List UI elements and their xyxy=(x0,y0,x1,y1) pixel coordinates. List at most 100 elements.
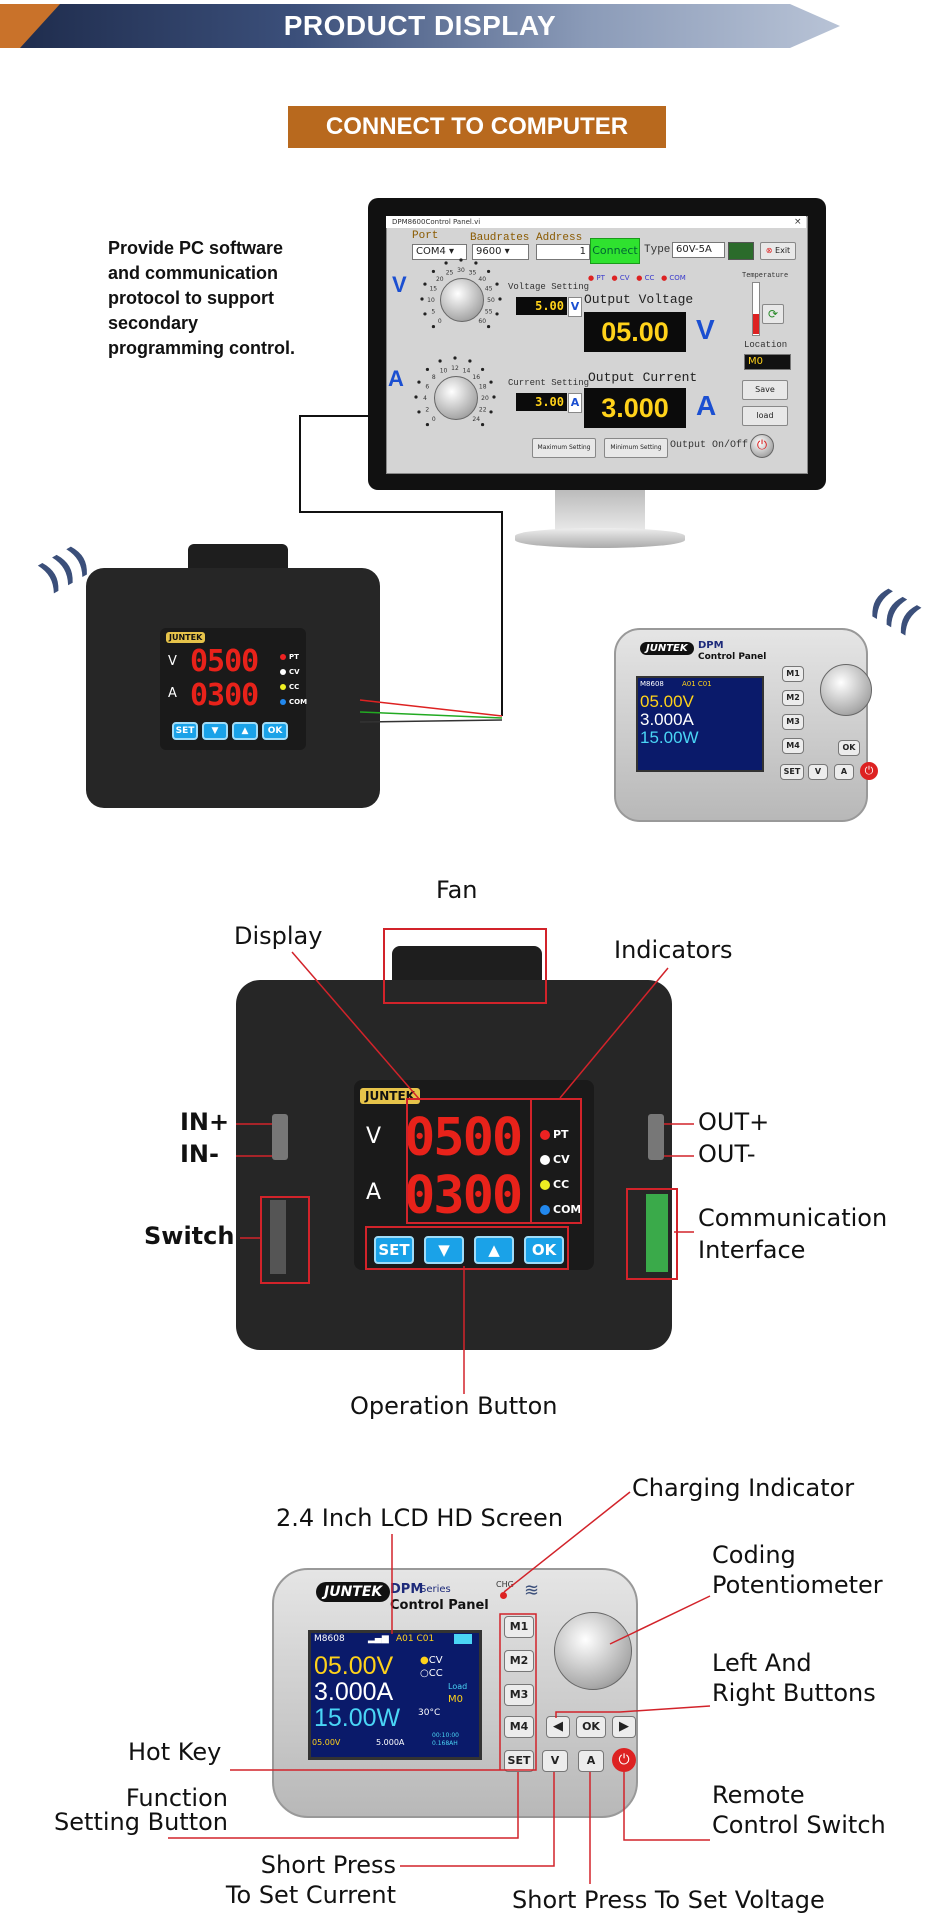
type-field[interactable]: 60V-5A xyxy=(672,242,725,258)
hotkey-m3[interactable]: M3 xyxy=(782,714,804,730)
indicator-cv: CV xyxy=(553,1153,570,1166)
device-up-button[interactable]: ▲ xyxy=(232,722,258,740)
callout-current: Short Press To Set Current xyxy=(210,1850,396,1910)
panel-brand: JUNTEK xyxy=(640,642,694,655)
baud-select[interactable]: 9600 ▾ xyxy=(472,244,529,260)
power-icon[interactable]: ⏻ xyxy=(612,1748,636,1772)
voltage-dial-tick xyxy=(459,258,463,262)
ok-button[interactable]: OK xyxy=(576,1716,606,1738)
device-down-button[interactable]: ▼ xyxy=(424,1236,464,1264)
voltage-button[interactable]: V xyxy=(542,1750,568,1772)
callout-line-indicators xyxy=(559,967,669,1099)
coding-potentiometer[interactable] xyxy=(820,664,872,716)
ok-button[interactable]: OK xyxy=(838,740,860,756)
callout-display: Display xyxy=(234,922,323,950)
connect-button[interactable]: Connect xyxy=(590,238,640,264)
right-arrow-icon[interactable]: ▶ xyxy=(612,1716,636,1738)
hotkey-m3[interactable]: M3 xyxy=(504,1684,534,1706)
current-dial-tick-label: 12 xyxy=(451,365,459,372)
panel-set-a: 5.000A xyxy=(376,1738,405,1747)
banner-bg xyxy=(0,4,840,48)
hotkey-m4[interactable]: M4 xyxy=(504,1716,534,1738)
hotkey-m1[interactable]: M1 xyxy=(782,666,804,682)
output-voltage-value: 05.00 xyxy=(584,312,686,352)
description-line: programming control. xyxy=(108,338,296,358)
voltage-dial-tick-label: 50 xyxy=(487,297,495,304)
coding-potentiometer[interactable] xyxy=(554,1612,632,1690)
callout-remote: Remote Control Switch xyxy=(712,1780,886,1840)
maximum-setting-button[interactable]: Maximum Setting xyxy=(532,438,596,458)
voltage-dial-tick xyxy=(474,261,478,265)
callout-fan: Fan xyxy=(436,876,478,904)
wire-red xyxy=(359,699,503,717)
voltage-setting-input[interactable]: 5.00 xyxy=(516,297,567,315)
thermometer-fill xyxy=(753,314,759,334)
set-button[interactable]: SET xyxy=(504,1750,534,1772)
voltage-dial-tick-label: 5 xyxy=(431,308,435,315)
power-icon[interactable]: ⏻ xyxy=(750,434,774,458)
panel-model: M8608 xyxy=(314,1634,345,1644)
device-set-button[interactable]: SET xyxy=(374,1236,414,1264)
close-icon[interactable]: × xyxy=(794,217,802,227)
current-dial-tick-label: 24 xyxy=(472,416,480,423)
sw-indicators: ● PT ● CV ● CC ● COM xyxy=(588,274,686,282)
current-button[interactable]: A xyxy=(834,764,854,780)
panel-cv: CV xyxy=(428,1655,443,1666)
voltage-dial-tick-label: 55 xyxy=(485,308,493,315)
port-select[interactable]: COM4 ▾ xyxy=(412,244,467,260)
sw-indicator-pt: PT xyxy=(596,274,605,282)
address-input[interactable]: 1 xyxy=(536,244,590,260)
current-knob[interactable] xyxy=(434,376,478,420)
save-button[interactable]: Save xyxy=(742,380,788,400)
voltage-button[interactable]: V xyxy=(808,764,828,780)
callout-line-hotkey xyxy=(230,1613,537,1771)
load-button[interactable]: load xyxy=(742,406,788,426)
current-setting-input[interactable]: 3.00 xyxy=(516,393,567,411)
input-terminals xyxy=(272,1114,288,1160)
output-current-value: 3.000 xyxy=(584,388,686,428)
callout-coding-1: Coding xyxy=(712,1541,796,1569)
callout-communication: Communication xyxy=(698,1204,888,1232)
panel-temp: 30°C xyxy=(418,1708,441,1718)
panel-load: Load xyxy=(448,1682,468,1691)
location-select[interactable]: M0 xyxy=(744,354,791,370)
exit-button[interactable]: ⊗ Exit xyxy=(760,242,796,260)
callout-in-plus: IN+ xyxy=(180,1108,230,1136)
status-led xyxy=(728,242,754,260)
monitor-stand xyxy=(555,490,645,530)
power-icon[interactable]: ⏻ xyxy=(860,762,878,780)
set-button[interactable]: SET xyxy=(780,764,804,780)
current-button[interactable]: A xyxy=(578,1750,604,1772)
description-line: and communication xyxy=(108,263,279,283)
voltage-dial-tick-label: 10 xyxy=(427,297,435,304)
device-up-button[interactable]: ▲ xyxy=(474,1236,514,1264)
hotkey-m1[interactable]: M1 xyxy=(504,1616,534,1638)
hotkey-m2[interactable]: M2 xyxy=(504,1650,534,1672)
device-down-button[interactable]: ▼ xyxy=(202,722,228,740)
voltage-dial-tick-label: 15 xyxy=(429,286,437,293)
operation-button-box xyxy=(365,1226,569,1270)
panel-voltage: 05.00V xyxy=(314,1652,394,1680)
refresh-icon[interactable]: ⟳ xyxy=(762,304,784,324)
left-arrow-icon[interactable]: ◀ xyxy=(546,1716,570,1738)
device-ok-button[interactable]: OK xyxy=(524,1236,564,1264)
hotkey-m4[interactable]: M4 xyxy=(782,738,804,754)
output-voltage-unit: V xyxy=(696,314,715,345)
power-switch[interactable] xyxy=(270,1200,286,1274)
battery-icon xyxy=(454,1634,472,1644)
device-set-button[interactable]: SET xyxy=(172,722,198,740)
fan-box xyxy=(383,928,547,1004)
callout-line-function xyxy=(168,1772,519,1839)
panel-brand: JUNTEK xyxy=(316,1582,391,1602)
device-ok-button[interactable]: OK xyxy=(262,722,288,740)
output-voltage-label: Output Voltage xyxy=(584,292,694,307)
panel-time: 00:10:00 xyxy=(432,1732,459,1739)
indicator-pt: PT xyxy=(553,1128,569,1141)
voltage-knob[interactable] xyxy=(440,278,484,322)
hotkey-m2[interactable]: M2 xyxy=(782,690,804,706)
minimum-setting-button[interactable]: Minimum Setting xyxy=(604,438,668,458)
panel-control-label: Control Panel xyxy=(698,652,767,662)
device-indicators: PT CV CC COM xyxy=(540,1122,581,1222)
